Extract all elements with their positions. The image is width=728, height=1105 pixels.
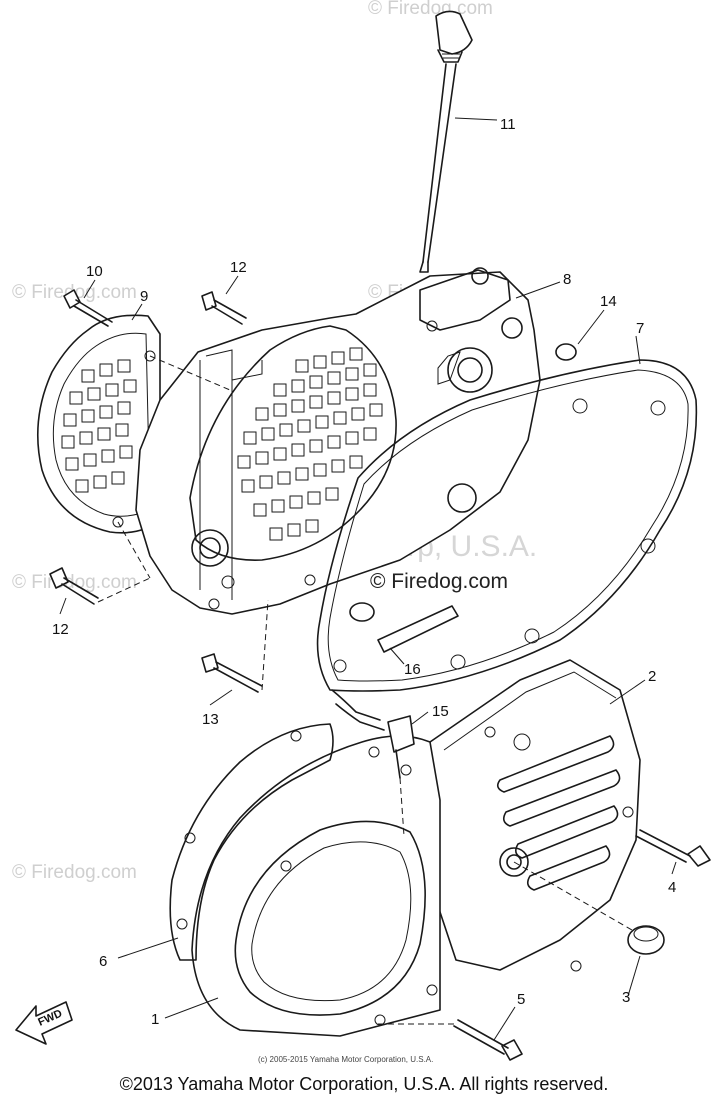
callout-9: 9 (140, 288, 148, 305)
callout-5: 5 (517, 991, 525, 1008)
part-dipstick (419, 10, 498, 273)
guide-lines (117, 355, 405, 837)
callout-3: 3 (622, 989, 630, 1006)
diagram-svg: © Firedog.com © Firedog.com © Firedog.co… (12, 0, 711, 1064)
part-crankcase-cover (135, 267, 541, 615)
grille-slots-main (237, 347, 383, 541)
part-lower-cover (191, 735, 441, 1037)
watermark-3: © Firedog.com (12, 572, 137, 593)
fwd-arrow: FWD (15, 1001, 73, 1045)
part-lower-gasket (169, 723, 334, 961)
callout-6: 6 (99, 953, 107, 970)
copyright-footer: ©2013 Yamaha Motor Corporation, U.S.A. A… (119, 1074, 609, 1094)
part-side-cover (429, 659, 641, 972)
cover-ribs (496, 735, 621, 891)
callout-14: 14 (600, 293, 617, 310)
grille-slots-left (61, 359, 137, 493)
callouts: 1 2 3 4 5 6 7 8 9 10 11 12 12 13 14 15 1… (52, 116, 676, 1028)
callout-2: 2 (648, 668, 656, 685)
small-credit: (c) 2005-2015 Yamaha Motor Corporation, … (258, 1055, 433, 1064)
callout-15: 15 (432, 703, 449, 720)
callout-8: 8 (563, 271, 571, 288)
callout-10: 10 (86, 263, 103, 280)
part-gasket (316, 359, 698, 692)
part-grille-cover (36, 314, 161, 534)
leader-lines (59, 275, 677, 1041)
callout-12-top: 12 (230, 259, 247, 276)
watermark-6: © Firedog.com (368, 0, 493, 19)
center-watermark: © Firedog.com (370, 570, 508, 593)
callout-13: 13 (202, 711, 219, 728)
callout-11: 11 (500, 116, 516, 133)
watermark-4: © Firedog.com (12, 862, 137, 883)
callout-12-left: 12 (52, 621, 69, 638)
callout-16: 16 (404, 661, 421, 678)
callout-7: 7 (636, 320, 644, 337)
callout-4: 4 (668, 879, 676, 896)
callout-1: 1 (151, 1011, 159, 1028)
bolts (49, 289, 711, 1061)
part-plug (513, 861, 665, 955)
